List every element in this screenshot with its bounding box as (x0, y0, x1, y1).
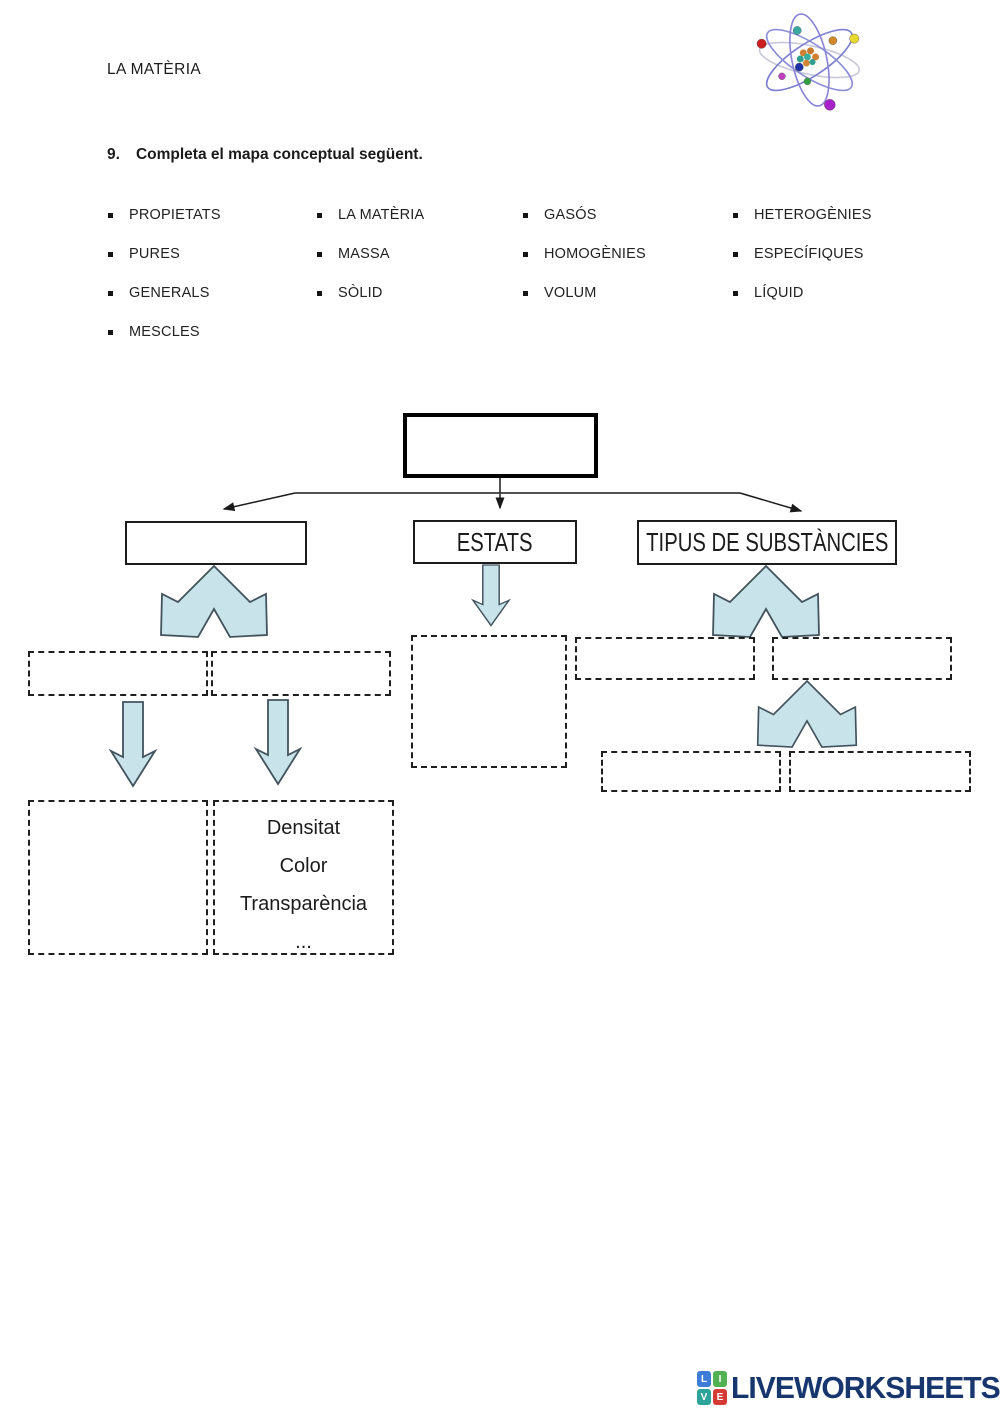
word-bank-column-3: GASÓS HOMOGÈNIES VOLUM (523, 206, 646, 323)
logo-text: LIVEWORKSHEETS (731, 1370, 1000, 1405)
square-bullet-icon (317, 290, 322, 296)
answer-box-tipus-row-1[interactable] (575, 637, 755, 680)
atom-icon (756, 13, 861, 111)
properties-line: ... (295, 931, 312, 953)
question: 9. Completa el mapa conceptual següent. (107, 146, 423, 164)
nucleus-icon (796, 47, 820, 67)
word-bank-item: PURES (108, 245, 221, 263)
electron-dots (756, 26, 860, 111)
square-bullet-icon (108, 329, 113, 335)
page-title: LA MATÈRIA (107, 61, 202, 78)
properties-line: Densitat (266, 817, 341, 839)
word-bank-item: LÍQUID (733, 284, 872, 302)
square-bullet-icon (317, 251, 322, 257)
estats-box: ESTATS (413, 520, 577, 564)
word-bank-item: SÒLID (317, 284, 424, 302)
logo-square: L (697, 1371, 711, 1387)
question-number: 9. (107, 146, 120, 163)
square-bullet-icon (108, 290, 113, 296)
answer-box-left-row-2[interactable] (211, 651, 391, 696)
answer-box-tipus-bottom-2[interactable] (789, 751, 971, 792)
logo-square: I (713, 1371, 727, 1387)
word-bank-item: MESCLES (108, 323, 221, 341)
word-bank-item: LA MATÈRIA (317, 206, 424, 224)
answer-box-left-bottom[interactable] (28, 800, 208, 955)
word-bank-column-2: LA MATÈRIA MASSA SÒLID (317, 206, 424, 323)
logo-square: V (697, 1389, 711, 1405)
word-bank-item: MASSA (317, 245, 424, 263)
word-bank-column-1: PROPIETATS PURES GENERALS MESCLES (108, 206, 221, 362)
word-bank-item: PROPIETATS (108, 206, 221, 224)
liveworksheets-grid-icon: L I V E (697, 1371, 727, 1405)
answer-box-branch-left[interactable] (125, 521, 307, 565)
word-bank-item: ESPECÍFIQUES (733, 245, 872, 263)
square-bullet-icon (523, 290, 528, 296)
word-bank-item: HOMOGÈNIES (523, 245, 646, 263)
word-bank-item: HETEROGÈNIES (733, 206, 872, 224)
word-bank-item: GASÓS (523, 206, 646, 224)
answer-box-tipus-row-2[interactable] (772, 637, 952, 680)
word-bank-item: GENERALS (108, 284, 221, 302)
square-bullet-icon (523, 212, 528, 218)
square-bullet-icon (108, 251, 113, 257)
square-bullet-icon (523, 251, 528, 257)
square-bullet-icon (317, 212, 322, 218)
liveworksheets-logo: L I V E LIVEWORKSHEETS (697, 1370, 1000, 1406)
properties-box: Densitat Color Transparència ... (213, 800, 394, 955)
square-bullet-icon (733, 251, 738, 257)
word-bank-item: VOLUM (523, 284, 646, 302)
tipus-label: TIPUS DE SUBSTÀNCIES (645, 527, 889, 557)
answer-box-left-row-1[interactable] (28, 651, 208, 696)
logo-square: E (713, 1389, 727, 1405)
square-bullet-icon (733, 212, 738, 218)
square-bullet-icon (733, 290, 738, 296)
square-bullet-icon (108, 212, 113, 218)
answer-box-tipus-bottom-1[interactable] (601, 751, 781, 792)
properties-line: Transparència (239, 893, 368, 915)
answer-box-top[interactable] (403, 413, 598, 478)
tipus-box: TIPUS DE SUBSTÀNCIES (637, 520, 897, 565)
word-bank-column-4: HETEROGÈNIES ESPECÍFIQUES LÍQUID (733, 206, 872, 323)
estats-label: ESTATS (457, 526, 533, 557)
question-text: Completa el mapa conceptual següent. (135, 146, 423, 163)
answer-box-estats-target[interactable] (411, 635, 567, 768)
properties-line: Color (279, 855, 328, 877)
